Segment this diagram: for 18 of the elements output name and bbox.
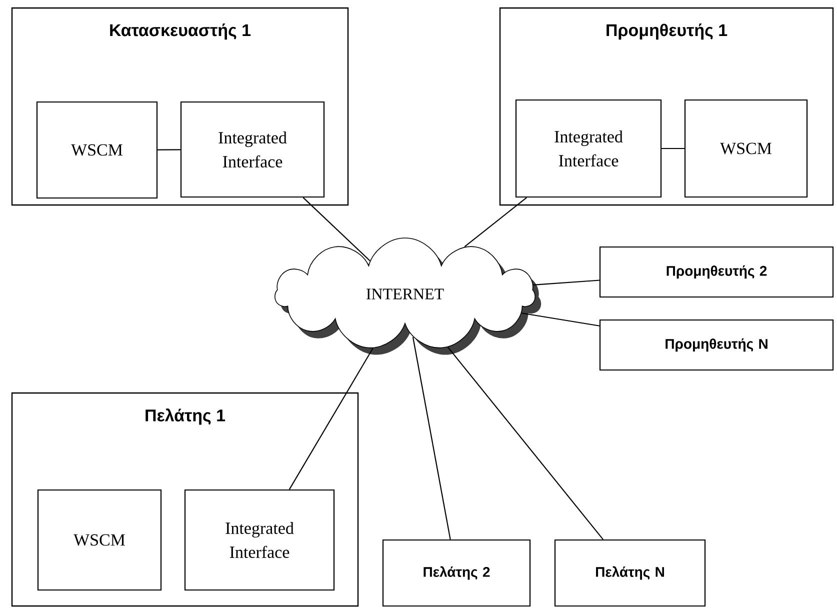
partner-box: Προμηθευτής 2 — [599, 246, 834, 298]
component-box: WSCM — [37, 489, 162, 591]
internet-cloud: INTERNET — [274, 238, 542, 355]
connector-line — [464, 197, 528, 248]
partner-box: Πελάτης 2 — [382, 539, 531, 607]
connector-line — [533, 280, 600, 286]
connector-line — [662, 148, 684, 150]
component-box: WSCM — [684, 99, 808, 198]
component-box: Integrated Interface — [515, 99, 662, 198]
component-box: Integrated Interface — [180, 101, 325, 198]
connector-line — [447, 346, 604, 540]
component-box: Integrated Interface — [184, 489, 335, 591]
connector-line — [302, 197, 370, 262]
connector-line — [288, 348, 374, 490]
connector-line — [158, 149, 180, 150]
component-box: WSCM — [36, 101, 158, 199]
partner-box: Πελάτης N — [554, 539, 706, 607]
partner-box: Προμηθευτής N — [599, 319, 834, 371]
